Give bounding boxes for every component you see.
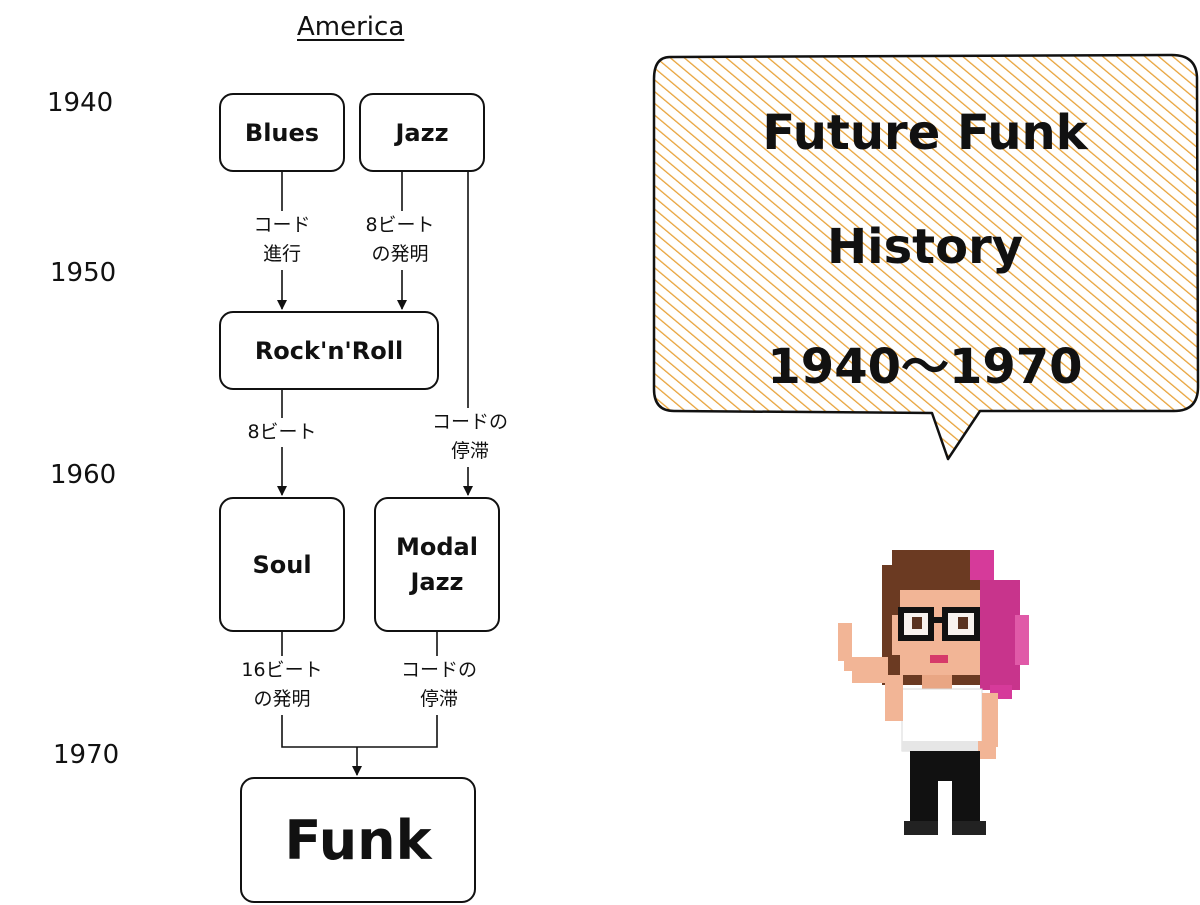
year-label-1950: 1950 bbox=[50, 258, 117, 288]
node-funk-label: Funk bbox=[284, 808, 432, 872]
node-blues: Blues bbox=[219, 93, 345, 172]
node-blues-label: Blues bbox=[244, 118, 320, 147]
year-label-1960: 1960 bbox=[50, 460, 117, 490]
edge-label-blues-to-rocknroll: コード 進行 bbox=[253, 211, 311, 270]
edge-label-soul-to-funk: 16ビート の発明 bbox=[241, 656, 323, 715]
bubble-title-line-2: History bbox=[826, 219, 1024, 275]
year-label-1940: 1940 bbox=[47, 88, 114, 118]
node-soul: Soul bbox=[219, 497, 345, 632]
speech-bubble bbox=[652, 53, 1200, 461]
node-soul-label: Soul bbox=[252, 550, 312, 579]
edge-label-jazz-to-modal-jazz: コードの 停滞 bbox=[431, 408, 509, 467]
pixel-girl-with-glasses-icon bbox=[838, 550, 1029, 835]
node-rocknroll: Rock'n'Roll bbox=[219, 311, 439, 390]
node-modal-jazz-label: Modal Jazz bbox=[396, 532, 478, 596]
edge-label-rocknroll-to-soul: 8ビート bbox=[247, 418, 317, 448]
year-label-1970: 1970 bbox=[53, 740, 120, 770]
node-rocknroll-label: Rock'n'Roll bbox=[254, 336, 404, 365]
node-jazz: Jazz bbox=[359, 93, 485, 172]
node-jazz-label: Jazz bbox=[395, 118, 449, 147]
bubble-title-line-1: Future Funk bbox=[762, 105, 1088, 161]
node-funk: Funk bbox=[240, 777, 476, 903]
region-title: America bbox=[297, 12, 405, 42]
node-modal-jazz: Modal Jazz bbox=[374, 497, 500, 632]
edge-label-jazz-to-rocknroll: 8ビート の発明 bbox=[365, 211, 435, 270]
bubble-title-line-3: 1940〜1970 bbox=[767, 339, 1083, 395]
edge-label-modal-jazz-to-funk: コードの 停滞 bbox=[400, 656, 478, 715]
